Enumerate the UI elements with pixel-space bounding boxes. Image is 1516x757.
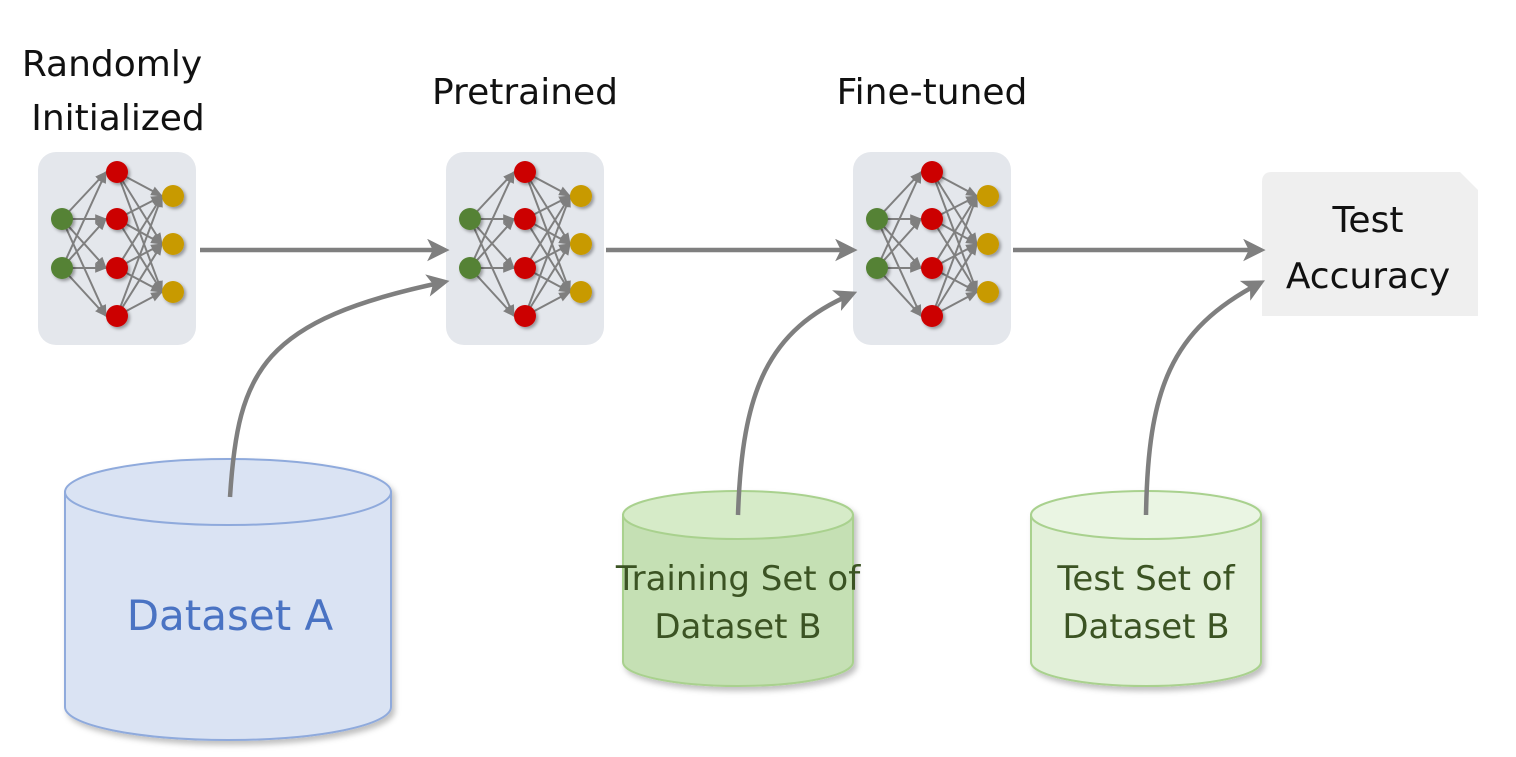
output-node xyxy=(570,281,592,303)
output-node xyxy=(570,233,592,255)
input-node xyxy=(459,208,481,230)
training-set-label-line1: Training Set of xyxy=(615,559,861,599)
hidden-node xyxy=(514,257,536,279)
test-accuracy-box: Test Accuracy xyxy=(1262,172,1478,316)
network-connection xyxy=(524,194,571,317)
output-node xyxy=(977,281,999,303)
output-node xyxy=(162,233,184,255)
network-connection xyxy=(876,170,922,269)
test-set-label-line1: Test Set of xyxy=(1056,559,1235,599)
output-node xyxy=(162,281,184,303)
network-connection xyxy=(524,194,571,269)
input-node xyxy=(51,257,73,279)
hidden-node xyxy=(921,161,943,183)
test-set-label-line2: Dataset B xyxy=(1062,607,1229,647)
network-connection xyxy=(116,194,163,269)
result-box-shape xyxy=(1262,172,1478,316)
hidden-node xyxy=(106,257,128,279)
test-accuracy-line2: Accuracy xyxy=(1286,256,1450,297)
network-connection xyxy=(469,170,515,269)
network-connection xyxy=(116,242,163,317)
network-connection xyxy=(524,242,571,317)
randomly-initialized-label-line1: Randomly xyxy=(22,44,202,85)
hidden-node xyxy=(921,305,943,327)
finetuned-label: Fine-tuned xyxy=(837,72,1028,113)
network-connection xyxy=(61,170,107,269)
output-node xyxy=(977,233,999,255)
network-connection xyxy=(931,194,978,317)
hidden-node xyxy=(106,305,128,327)
arrow-dataset-a-to-pretrained xyxy=(227,274,450,498)
network-connection xyxy=(931,194,978,269)
dataset-a-cylinder xyxy=(64,458,392,741)
dataset-a-label: Dataset A xyxy=(127,591,334,640)
test-set-body xyxy=(1030,514,1262,687)
output-node xyxy=(162,185,184,207)
dataset-a-top xyxy=(64,458,392,526)
input-node xyxy=(866,257,888,279)
hidden-node xyxy=(921,257,943,279)
dataset-a-body xyxy=(64,491,392,741)
network-pretrained xyxy=(446,152,604,345)
test-accuracy-line1: Test xyxy=(1332,200,1404,241)
arrow-test-set-to-result xyxy=(1143,280,1265,516)
pretrained-label: Pretrained xyxy=(432,72,618,113)
hidden-node xyxy=(514,305,536,327)
arrow-training-set-to-finetuned xyxy=(735,290,858,516)
hidden-node xyxy=(921,208,943,230)
training-set-label-line2: Dataset B xyxy=(654,607,821,647)
output-node xyxy=(570,185,592,207)
hidden-node xyxy=(106,161,128,183)
input-node xyxy=(459,257,481,279)
network-connection xyxy=(931,242,978,317)
input-node xyxy=(866,208,888,230)
hidden-node xyxy=(514,208,536,230)
hidden-node xyxy=(106,208,128,230)
network-random xyxy=(38,152,196,345)
output-node xyxy=(977,185,999,207)
network-finetuned xyxy=(853,152,1011,345)
network-connection xyxy=(116,194,163,317)
hidden-node xyxy=(514,161,536,183)
randomly-initialized-label-line2: Initialized xyxy=(31,98,205,139)
input-node xyxy=(51,208,73,230)
training-set-body xyxy=(622,514,854,687)
